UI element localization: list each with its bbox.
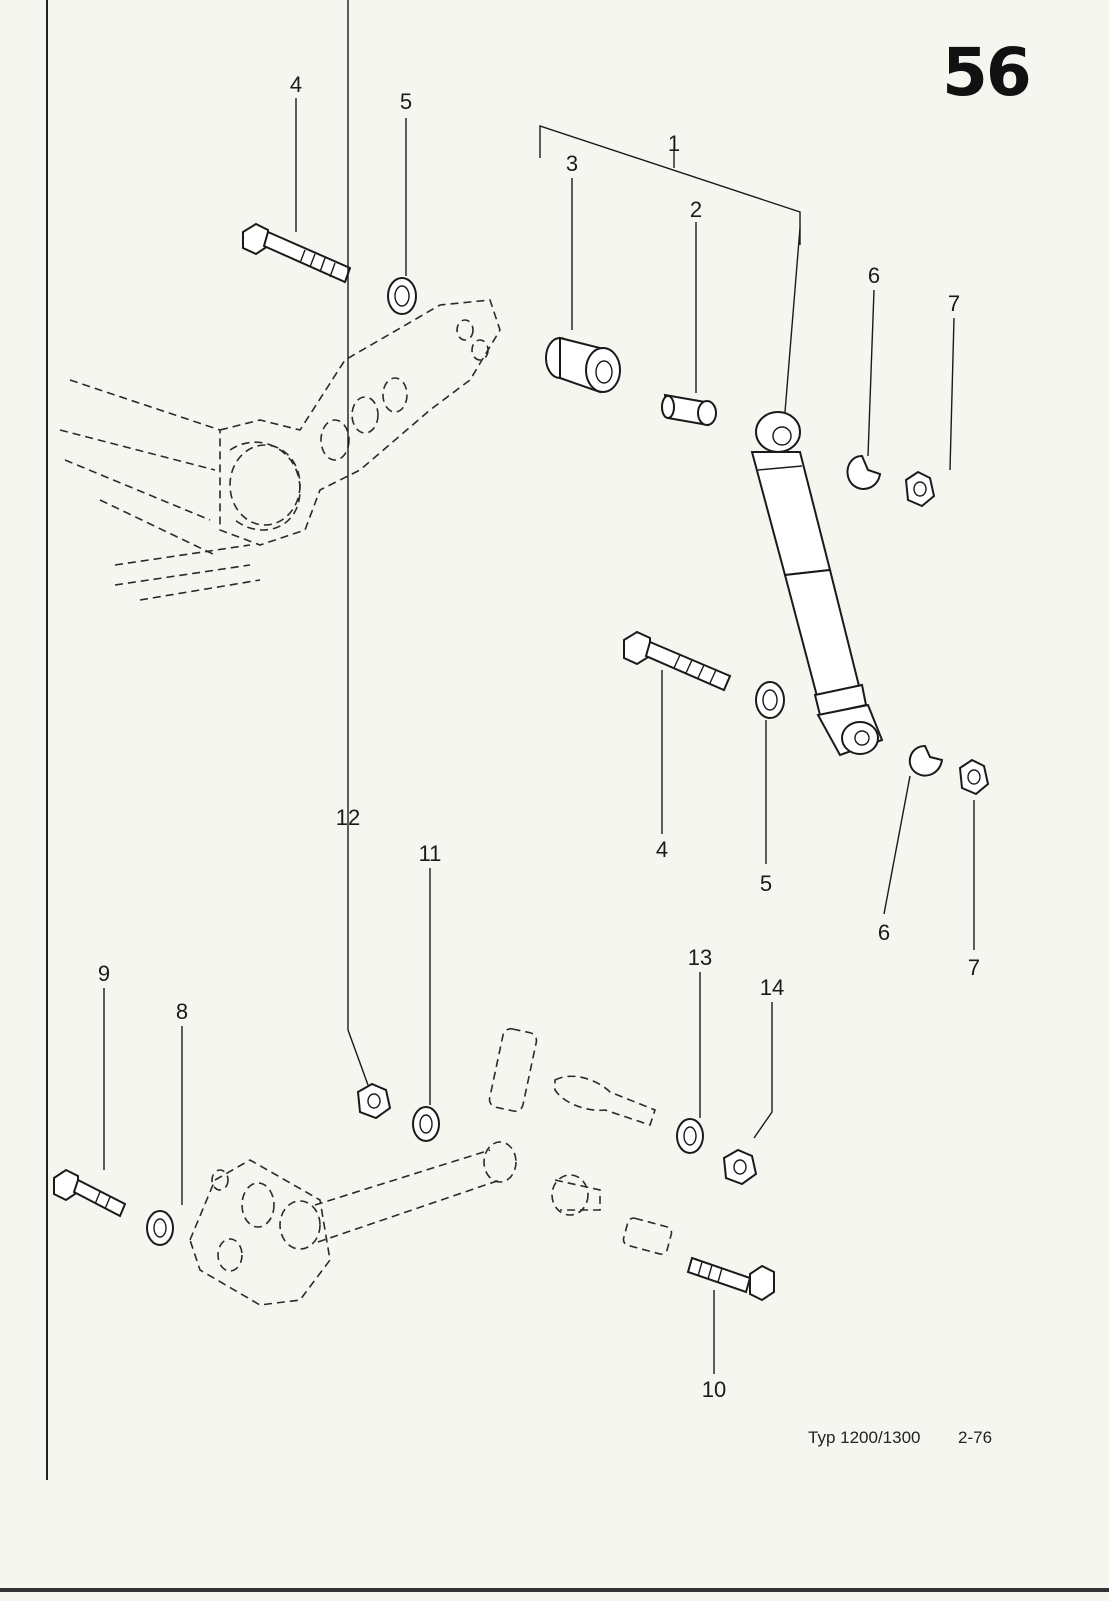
sleeve-part-2 bbox=[661, 393, 717, 427]
callout-6-low: 6 bbox=[877, 920, 891, 945]
page-number: 56 bbox=[942, 34, 1032, 111]
washer-part-11 bbox=[412, 1106, 440, 1142]
bushing-part-3 bbox=[545, 336, 621, 394]
callout-14: 14 bbox=[759, 975, 785, 1000]
lock-washer-part-6-low bbox=[908, 744, 944, 777]
nut-part-14 bbox=[722, 1148, 758, 1186]
bolt-part-4-top bbox=[242, 222, 352, 284]
callout-2: 2 bbox=[689, 197, 703, 222]
washer-part-5-mid bbox=[755, 681, 785, 719]
lock-washer-part-6-top bbox=[846, 454, 882, 490]
callout-5-top: 5 bbox=[399, 89, 413, 114]
washer-part-5-top bbox=[387, 277, 417, 315]
nut-part-7-low bbox=[958, 758, 990, 796]
callout-11: 11 bbox=[418, 841, 442, 866]
bolt-part-9 bbox=[53, 1168, 127, 1218]
washer-part-13 bbox=[676, 1118, 704, 1154]
callout-12: 12 bbox=[335, 805, 361, 830]
frame-bracket-outline bbox=[59, 299, 501, 601]
washer-part-8 bbox=[146, 1210, 174, 1246]
bolt-part-4-mid bbox=[623, 630, 732, 692]
nut-part-12 bbox=[356, 1082, 392, 1120]
sheet-code-label: 2-76 bbox=[958, 1428, 993, 1447]
callout-leader-lines bbox=[103, 0, 975, 1374]
rubber-bushing-outline bbox=[488, 1028, 673, 1255]
nut-part-7-top bbox=[904, 470, 936, 508]
callout-7-low: 7 bbox=[967, 955, 981, 980]
bolt-part-10 bbox=[686, 1256, 775, 1302]
callout-8: 8 bbox=[175, 999, 189, 1024]
lower-bracket-outline bbox=[189, 1141, 517, 1306]
shock-absorber-part-1 bbox=[750, 411, 884, 757]
callout-9: 9 bbox=[97, 961, 111, 986]
callout-7-top: 7 bbox=[947, 291, 961, 316]
callout-1: 1 bbox=[667, 131, 681, 156]
callout-4-top: 4 bbox=[289, 72, 303, 97]
callout-10: 10 bbox=[701, 1377, 727, 1402]
callout-5-mid: 5 bbox=[759, 871, 773, 896]
callout-6-top: 6 bbox=[867, 263, 881, 288]
callout-13: 13 bbox=[687, 945, 713, 970]
callout-3: 3 bbox=[565, 151, 579, 176]
vehicle-type-label: Typ 1200/1300 bbox=[808, 1428, 921, 1447]
callout-4-mid: 4 bbox=[655, 837, 669, 862]
